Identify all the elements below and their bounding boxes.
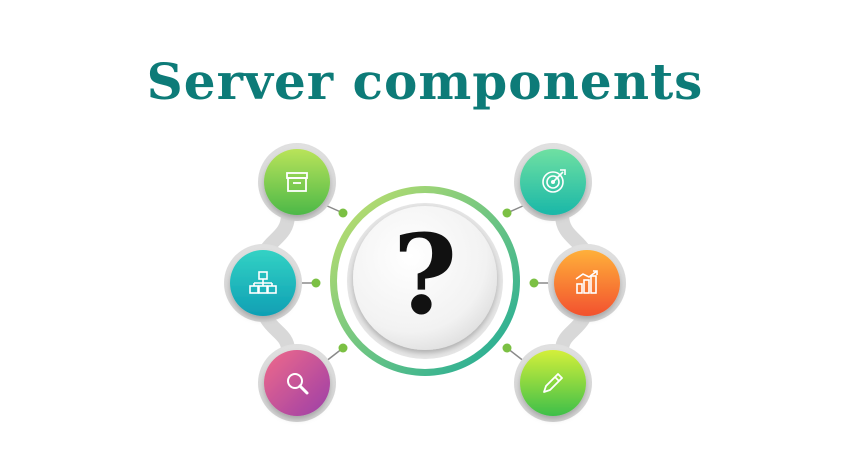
node-face	[520, 350, 586, 416]
hierarchy-icon	[249, 271, 277, 294]
center-hub: ?	[330, 186, 520, 376]
connector-dot	[502, 343, 512, 353]
pencil-icon	[543, 373, 563, 393]
magnifier-icon	[287, 373, 309, 395]
connector-dot	[502, 208, 512, 218]
page-title: Server components	[146, 52, 704, 111]
connector-dots	[311, 208, 539, 353]
node-face	[264, 350, 330, 416]
node-growth	[548, 244, 626, 322]
bar-chart-growth-icon	[575, 270, 598, 294]
node-search	[258, 344, 336, 422]
connector-dot	[311, 278, 321, 288]
node-face	[554, 250, 620, 316]
connector-dot	[338, 208, 348, 218]
node-edit	[514, 344, 592, 422]
center-face	[353, 206, 497, 350]
node-target	[514, 143, 592, 221]
connector-dot	[529, 278, 539, 288]
node-archive	[258, 143, 336, 221]
target-icon	[542, 169, 566, 193]
connector-dot	[338, 343, 348, 353]
question-mark-icon: ?	[393, 210, 457, 339]
node-face	[264, 149, 330, 215]
archive-box-icon	[286, 172, 308, 192]
node-hierarchy	[224, 244, 302, 322]
